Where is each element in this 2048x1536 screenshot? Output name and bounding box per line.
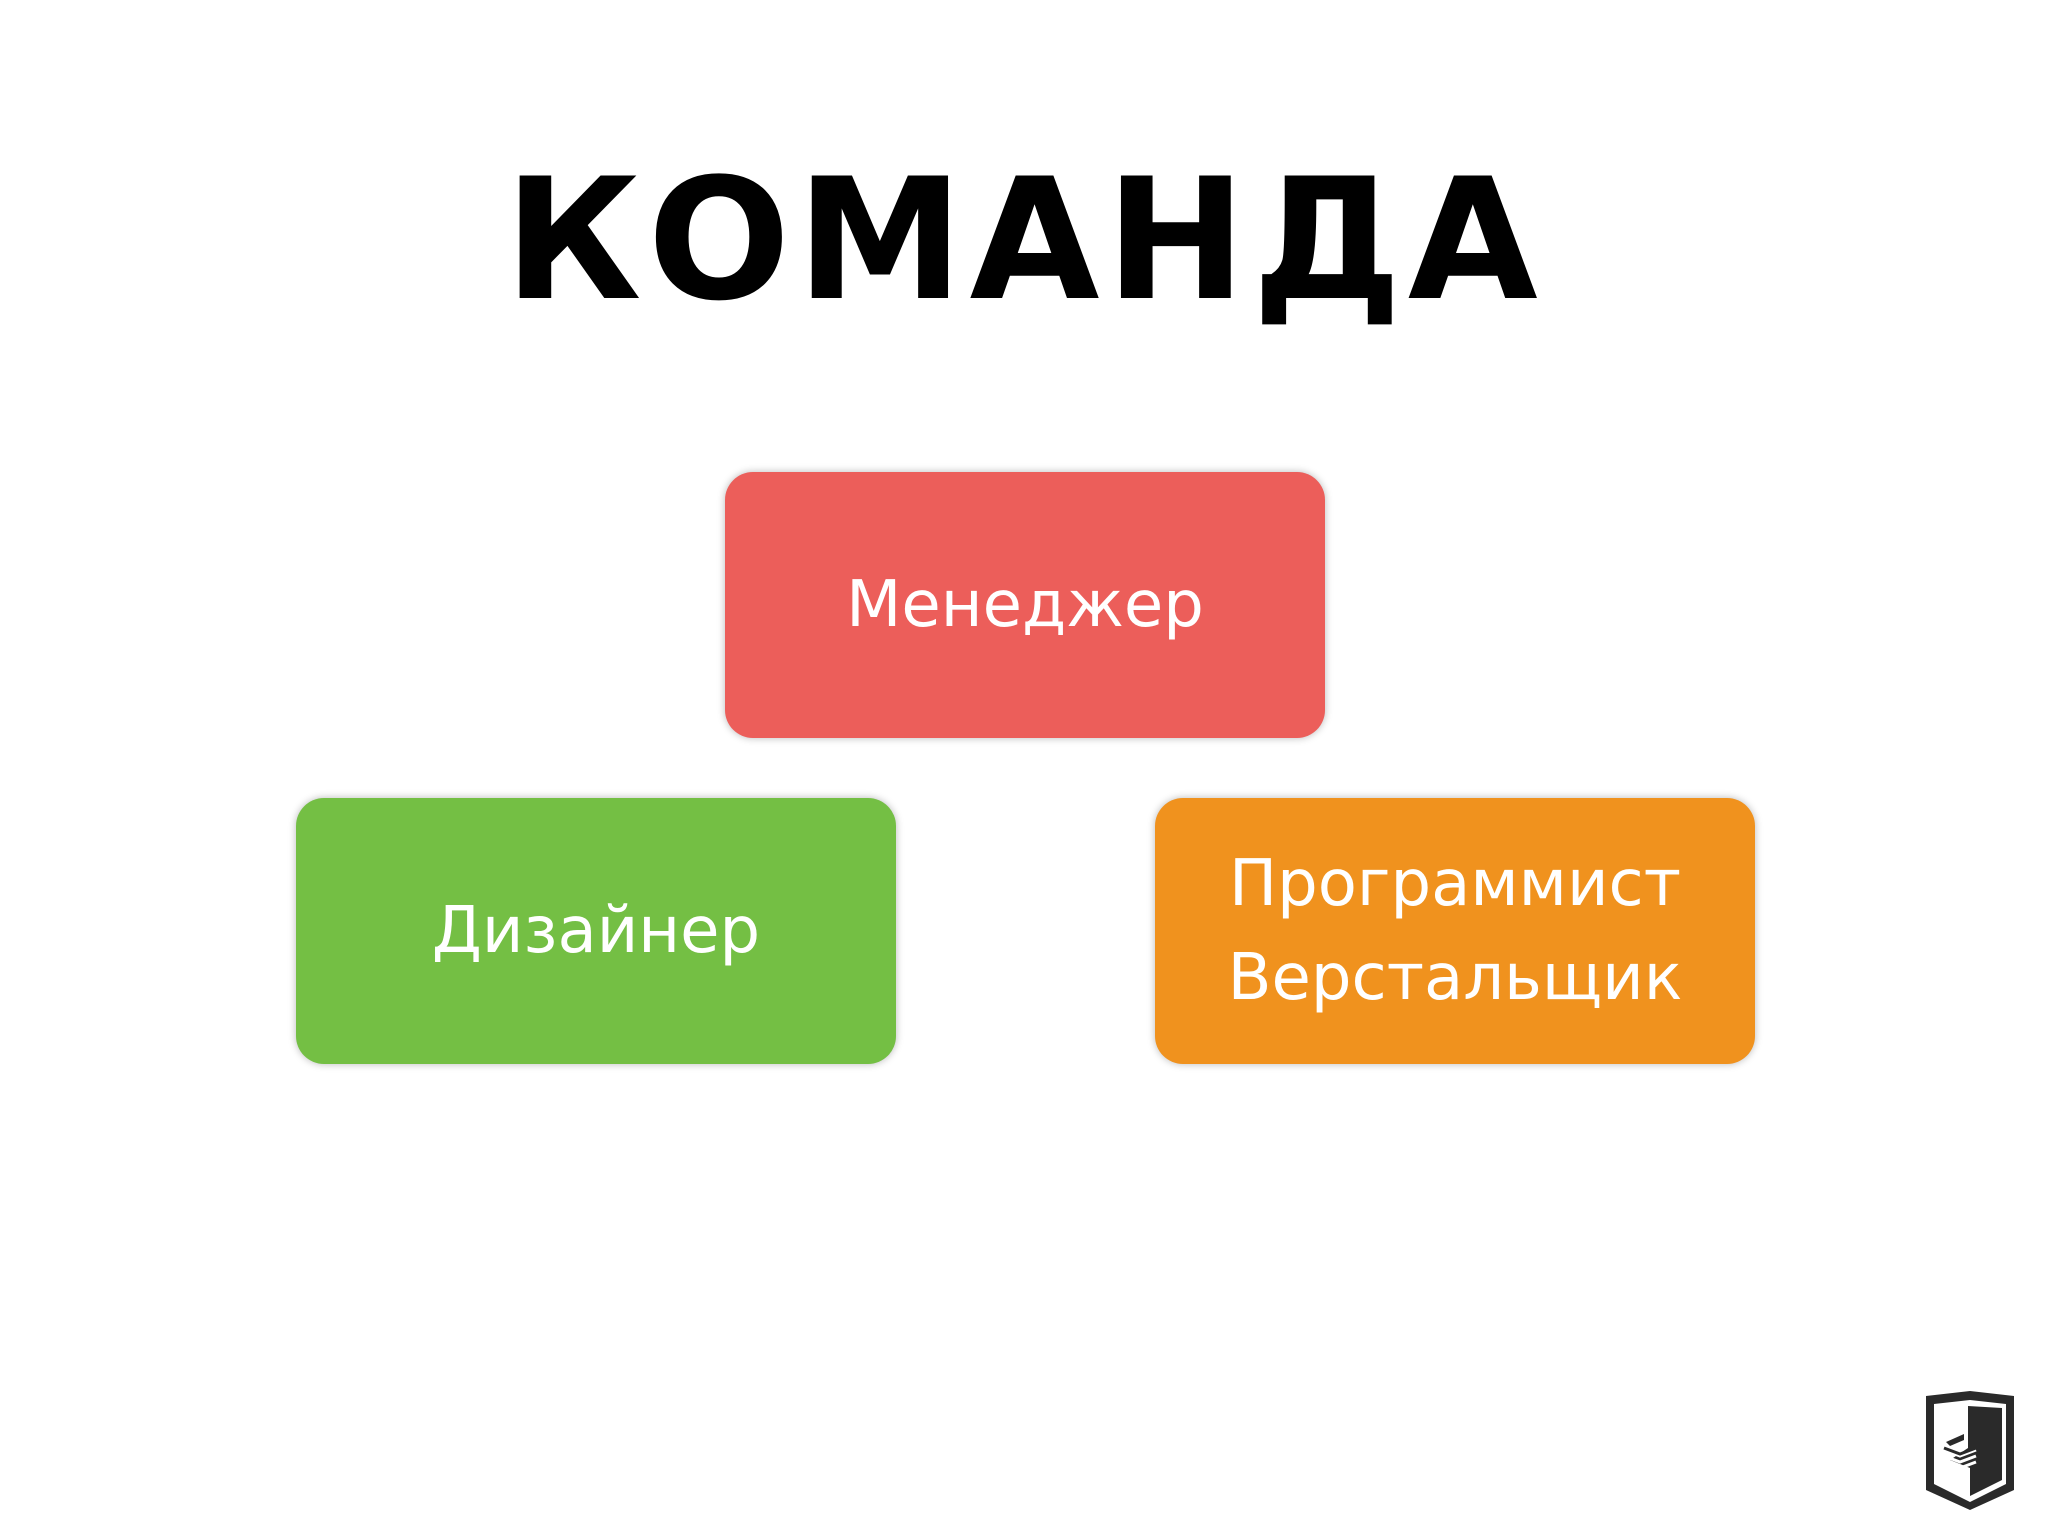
node-manager: Менеджер [725, 472, 1325, 738]
node-designer: Дизайнер [296, 798, 896, 1064]
node-designer-label: Дизайнер [431, 894, 761, 968]
node-programmer: Программист Верстальщик [1155, 798, 1755, 1064]
node-programmer-label-line-2: Верстальщик [1227, 941, 1683, 1015]
slide-title: КОМАНДА [504, 142, 1544, 338]
shield-book-logo-icon [1926, 1391, 2014, 1510]
node-programmer-label-line-1: Программист [1229, 847, 1681, 921]
node-manager-label: Менеджер [846, 568, 1204, 642]
